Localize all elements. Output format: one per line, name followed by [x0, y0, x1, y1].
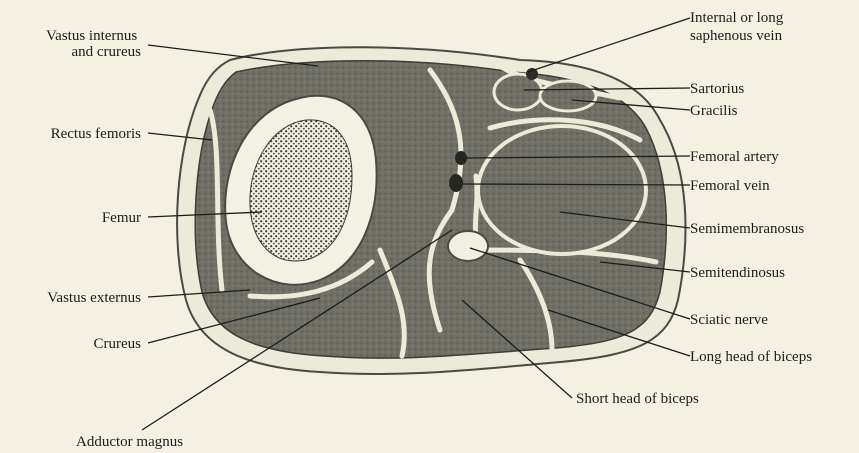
- sciatic-nerve-shape: [448, 231, 488, 261]
- label-saphenous-vein: Internal or long saphenous vein: [690, 10, 787, 44]
- label-semimembranosus: Semimembranosus: [690, 221, 804, 237]
- gracilis-muscle: [540, 81, 596, 111]
- label-femur: Femur: [102, 210, 141, 226]
- label-vastus-externus: Vastus externus: [47, 290, 141, 306]
- label-crureus: Crureus: [94, 336, 142, 352]
- femoral-vein-vessel: [449, 174, 463, 192]
- label-vastus-internus: Vastus internus and crureus: [46, 28, 141, 60]
- label-gracilis: Gracilis: [690, 103, 738, 119]
- semimembranosus-muscle: [478, 126, 646, 254]
- label-semitendinosus: Semitendinosus: [690, 265, 785, 281]
- label-femoral-vein: Femoral vein: [690, 178, 770, 194]
- label-short-head-biceps: Short head of biceps: [576, 391, 699, 407]
- label-long-head-biceps: Long head of biceps: [690, 349, 812, 365]
- label-sartorius: Sartorius: [690, 81, 744, 97]
- label-sciatic-nerve: Sciatic nerve: [690, 312, 768, 328]
- sartorius-muscle: [494, 74, 542, 110]
- label-femoral-artery: Femoral artery: [690, 149, 779, 165]
- label-adductor-magnus: Adductor magnus: [76, 434, 183, 450]
- label-rectus-femoris: Rectus femoris: [51, 126, 142, 142]
